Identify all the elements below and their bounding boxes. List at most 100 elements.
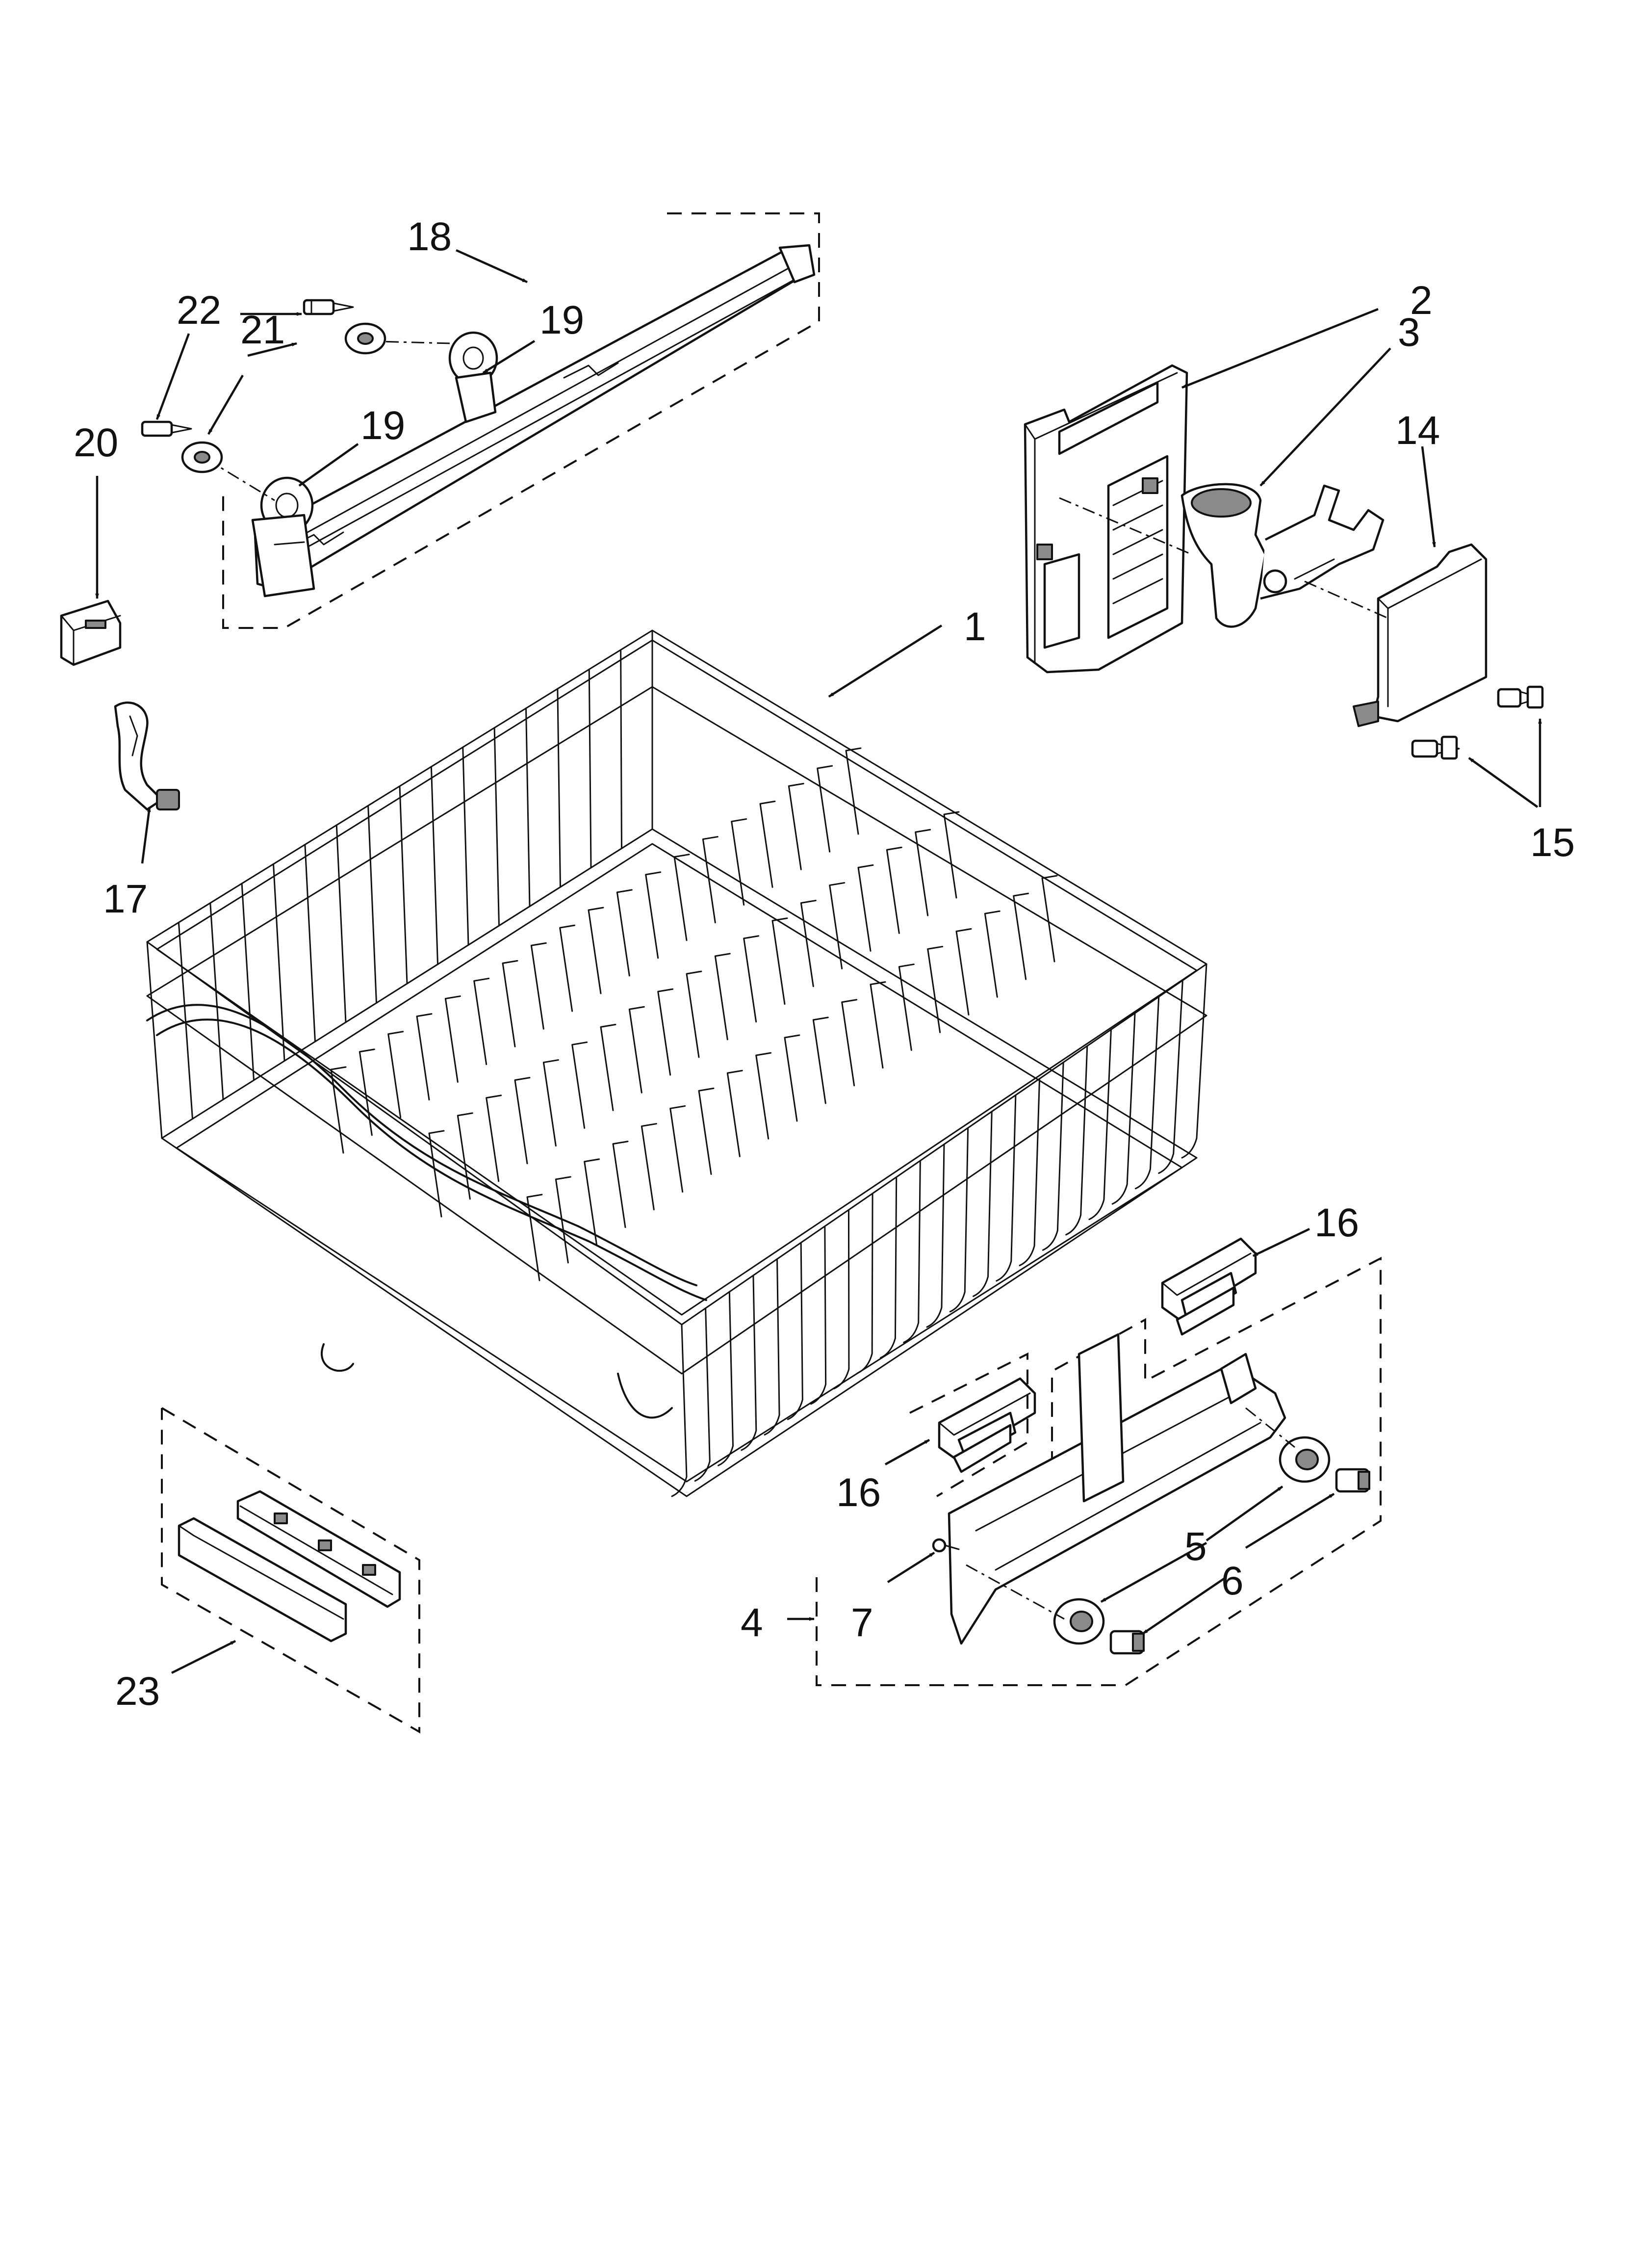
rack-tine — [1041, 875, 1058, 963]
rack-tine — [841, 999, 858, 1087]
rack-tine — [1013, 892, 1029, 980]
rack-side-wire — [430, 766, 438, 965]
rack-front-wire — [1181, 963, 1207, 1159]
washer-lower — [181, 441, 223, 473]
rack-tine — [428, 1130, 445, 1218]
rack-front-wire — [1088, 1029, 1112, 1220]
rack-tine — [628, 1006, 645, 1094]
rack-side-wire — [304, 844, 316, 1043]
rack-front-wire — [996, 1094, 1017, 1282]
carrier-pin — [932, 1538, 960, 1553]
callout-21: 21 — [240, 308, 285, 352]
rack-front-wire — [810, 1225, 827, 1405]
rack-tine — [759, 800, 776, 888]
rack-side-wire — [588, 668, 592, 869]
callout-16-left: 16 — [836, 1470, 881, 1515]
rail-clip-right — [1161, 1237, 1257, 1336]
rack-tine — [530, 942, 547, 1030]
rack-tine — [817, 765, 833, 853]
rack-front-wire — [1042, 1061, 1064, 1251]
rack-side-wire — [525, 707, 531, 907]
rack-tine — [915, 829, 931, 916]
rack-front-wire — [973, 1111, 993, 1297]
rack-tine — [514, 1077, 531, 1165]
rack-tine — [886, 846, 902, 934]
rack-side-wire — [241, 883, 255, 1081]
rack-tine — [645, 871, 662, 959]
rack-side-wire — [620, 649, 622, 849]
callout-19-lower: 19 — [360, 403, 405, 448]
upper-rack-rail — [254, 246, 806, 590]
rack-tine — [657, 988, 674, 1076]
callout-7: 7 — [851, 1600, 873, 1645]
rack-tine — [486, 1095, 502, 1182]
rack-handle-group — [161, 1407, 420, 1734]
rack-tine — [600, 1023, 616, 1111]
rack-side-wire — [493, 727, 500, 927]
rack-adjuster-bracket — [1024, 364, 1192, 674]
rack-side-wire — [209, 902, 224, 1100]
callout-4: 4 — [741, 1600, 763, 1645]
rack-tine — [702, 836, 718, 924]
wheel-upper — [1279, 1436, 1331, 1483]
rack-tine — [845, 747, 862, 835]
cover-screw-upper — [1497, 685, 1544, 709]
rack-clip — [114, 701, 180, 811]
screw-upper — [303, 299, 354, 315]
rack-tine — [669, 1105, 686, 1193]
rack-front-wire — [764, 1258, 780, 1436]
rail-roller-upper — [448, 331, 498, 423]
rack-tine — [526, 1194, 543, 1281]
rack-side-wire — [273, 863, 285, 1062]
callout-23: 23 — [115, 1669, 160, 1714]
rack-tine — [444, 995, 461, 1083]
rack-tine — [542, 1059, 559, 1147]
rack-tine — [559, 924, 576, 1012]
rack-tine — [984, 910, 1001, 998]
callout-1: 1 — [964, 604, 986, 649]
rack-front-wire — [879, 1176, 898, 1359]
callout-15: 15 — [1530, 820, 1575, 865]
rack-front-wire — [1158, 979, 1183, 1174]
rack-tine — [571, 1041, 588, 1129]
rack-front-wire — [926, 1144, 945, 1328]
wheel-lower — [1053, 1598, 1105, 1645]
screw-lower — [141, 420, 192, 437]
rack-front-wire — [671, 1324, 688, 1497]
leader-lines — [95, 249, 1542, 1674]
rack-side-wire — [335, 824, 347, 1023]
washer-upper — [344, 322, 386, 355]
adjuster-lever — [1180, 483, 1385, 628]
callout-labels: 18 22 19 21 20 19 17 1 2 3 14 15 16 16 4… — [74, 214, 1575, 1714]
rack-tine — [714, 953, 731, 1041]
rack-tine — [943, 811, 960, 899]
rack-tine — [330, 1066, 347, 1154]
rack-front-wire — [833, 1209, 850, 1389]
rack-tine — [800, 900, 817, 988]
rack-tine — [473, 977, 490, 1065]
rack-front-wire — [903, 1160, 921, 1343]
rack-tine — [698, 1087, 715, 1175]
callout-18: 18 — [407, 214, 452, 259]
rack-front-wire — [1134, 996, 1160, 1190]
callout-5: 5 — [1184, 1524, 1207, 1569]
rail-end-stop — [778, 244, 816, 284]
rack-tine — [788, 782, 804, 870]
rack-front-wire — [1111, 1012, 1136, 1205]
rack-side-wire — [399, 785, 408, 985]
rack-tine — [857, 864, 874, 952]
rail-assembly — [205, 212, 820, 629]
rack-tine — [784, 1034, 800, 1122]
rail-roller-lower — [251, 476, 315, 598]
rack-tine — [387, 1031, 404, 1119]
rack-tine — [588, 907, 604, 994]
upper-dish-rack — [146, 629, 1207, 1497]
callout-17: 17 — [103, 877, 148, 921]
rack-front-wire — [1019, 1078, 1041, 1267]
rack-tine — [898, 964, 915, 1051]
rack-tine — [584, 1158, 600, 1246]
rail-group-outline — [222, 212, 820, 629]
rack-front-wire — [787, 1242, 803, 1420]
adjuster-cover — [1304, 543, 1488, 727]
